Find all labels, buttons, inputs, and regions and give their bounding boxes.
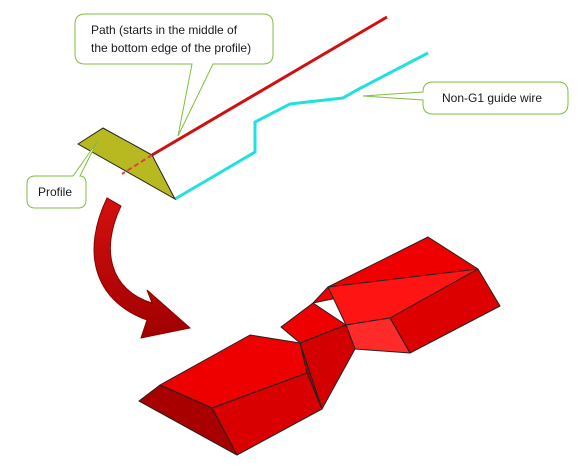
guide-wire — [174, 51, 429, 201]
path-line — [151, 15, 388, 157]
swept-solid — [138, 236, 501, 456]
path-callout-label-line2: the bottom edge of the profile) — [91, 41, 252, 55]
profile-callout-label: Profile — [38, 185, 73, 199]
path-dashed-segment — [121, 154, 153, 175]
path-callout-label-line1: Path (starts in the middle of — [91, 23, 238, 37]
path-callout-bubble — [74, 13, 274, 137]
transformation-arrow — [93, 197, 192, 339]
profile-shape — [77, 127, 177, 201]
profile-callout-bubble — [26, 141, 98, 209]
guide-callout-bubble — [362, 81, 569, 115]
guide-callout-label: Non-G1 guide wire — [442, 91, 543, 105]
solid-face — [138, 384, 238, 456]
